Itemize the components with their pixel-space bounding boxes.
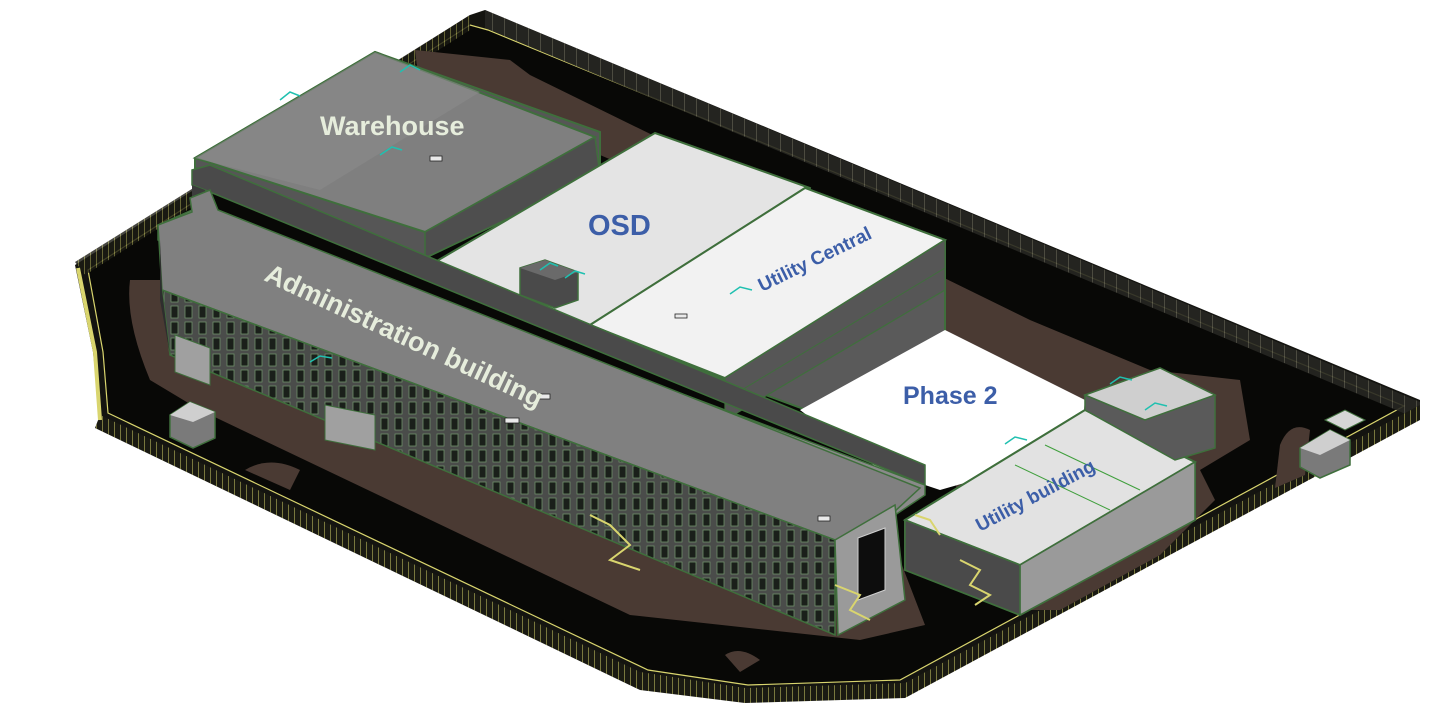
stair-towers <box>589 514 992 621</box>
utility-annex <box>1082 367 1217 461</box>
label-phase2: Phase 2 <box>903 382 998 410</box>
guard-house-left <box>169 401 216 449</box>
vent-fixture-icon <box>429 155 831 522</box>
label-warehouse: Warehouse <box>320 111 465 141</box>
guard-house-right <box>1299 409 1367 479</box>
administration-building <box>157 164 926 637</box>
utility-central-building <box>587 186 948 422</box>
utility-building <box>902 408 1198 617</box>
gps-marker-icon <box>279 64 1168 445</box>
label-osd: OSD <box>588 210 651 242</box>
